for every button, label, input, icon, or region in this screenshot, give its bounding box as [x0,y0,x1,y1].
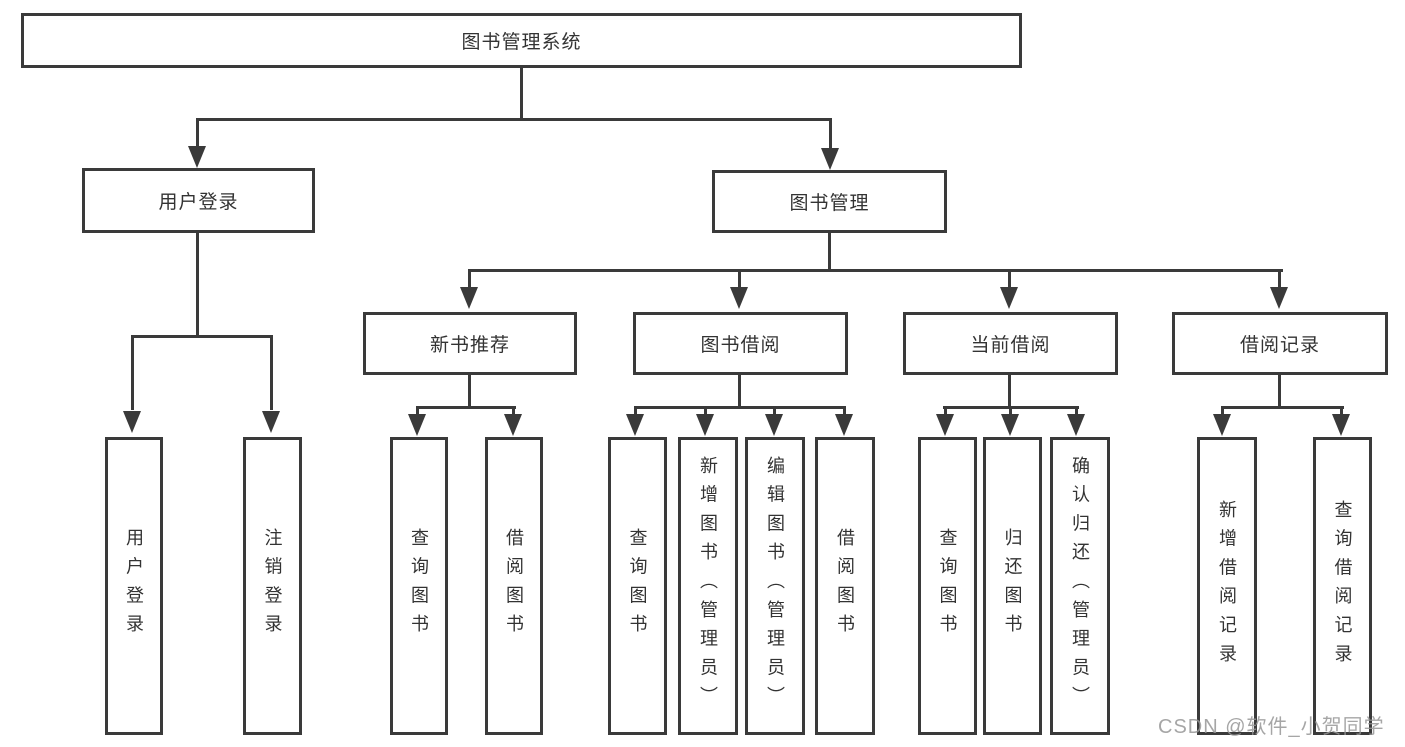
node-borrowing-records: 借阅记录 [1172,312,1388,375]
connector-line [1075,408,1078,416]
leaf-borrow-books-recommend: 借阅图书 [485,437,543,735]
connector-line [196,120,199,148]
arrow-down-icon [1332,414,1350,436]
arrow-down-icon [1067,414,1085,436]
connector-line [828,233,831,270]
connector-line [634,408,637,416]
connector-line [416,406,516,409]
leaf-confirm-return-admin: 确认归还（管理员） [1050,437,1110,735]
connector-line [468,269,1283,272]
connector-line [1340,408,1343,416]
leaf-user-login: 用户登录 [105,437,163,735]
connector-line [1221,408,1224,416]
connector-line [1008,375,1011,407]
connector-line [843,408,846,416]
watermark: CSDN @软件_小贺同学 [1158,716,1385,738]
connector-line [1009,408,1012,416]
connector-line [944,408,947,416]
connector-line [468,375,471,407]
arrow-down-icon [696,414,714,436]
arrow-down-icon [730,287,748,309]
node-user-login: 用户登录 [82,168,315,233]
connector-line [1221,406,1344,409]
arrow-down-icon [765,414,783,436]
arrow-down-icon [626,414,644,436]
arrow-down-icon [504,414,522,436]
arrow-down-icon [1270,287,1288,309]
leaf-query-books-current: 查询图书 [918,437,977,735]
arrow-down-icon [123,411,141,433]
arrow-down-icon [1001,414,1019,436]
connector-line [196,232,199,336]
leaf-logout: 注销登录 [243,437,302,735]
arrow-down-icon [936,414,954,436]
connector-line [270,338,273,410]
connector-line [738,375,741,407]
leaf-query-books-recommend: 查询图书 [390,437,448,735]
connector-line [131,338,134,410]
node-book-management: 图书管理 [712,170,947,233]
connector-line [773,408,776,416]
arrow-down-icon [835,414,853,436]
connector-line [468,271,471,287]
arrow-down-icon [262,411,280,433]
connector-line [738,271,741,287]
leaf-query-borrow-record: 查询借阅记录 [1313,437,1372,735]
arrow-down-icon [408,414,426,436]
arrow-down-icon [188,146,206,168]
arrow-down-icon [1213,414,1231,436]
arrow-down-icon [821,148,839,170]
node-current-borrowing: 当前借阅 [903,312,1118,375]
connector-line [512,408,515,416]
connector-line [196,118,832,121]
leaf-query-books-borrow: 查询图书 [608,437,667,735]
connector-line [1008,271,1011,287]
leaf-add-books-admin: 新增图书（管理员） [678,437,738,735]
connector-line [416,408,419,416]
connector-line [1278,375,1281,407]
connector-line [829,120,832,150]
leaf-edit-books-admin: 编辑图书（管理员） [745,437,805,735]
leaf-return-books: 归还图书 [983,437,1042,735]
leaf-borrow-books: 借阅图书 [815,437,875,735]
arrow-down-icon [1000,287,1018,309]
connector-line [131,335,273,338]
connector-line [520,68,523,120]
node-library-system: 图书管理系统 [21,13,1022,68]
leaf-add-borrow-record: 新增借阅记录 [1197,437,1257,735]
connector-line [943,406,1079,409]
node-new-book-recommend: 新书推荐 [363,312,577,375]
connector-line [704,408,707,416]
connector-line [1278,271,1281,287]
arrow-down-icon [460,287,478,309]
node-book-borrowing: 图书借阅 [633,312,848,375]
connector-line [634,406,846,409]
